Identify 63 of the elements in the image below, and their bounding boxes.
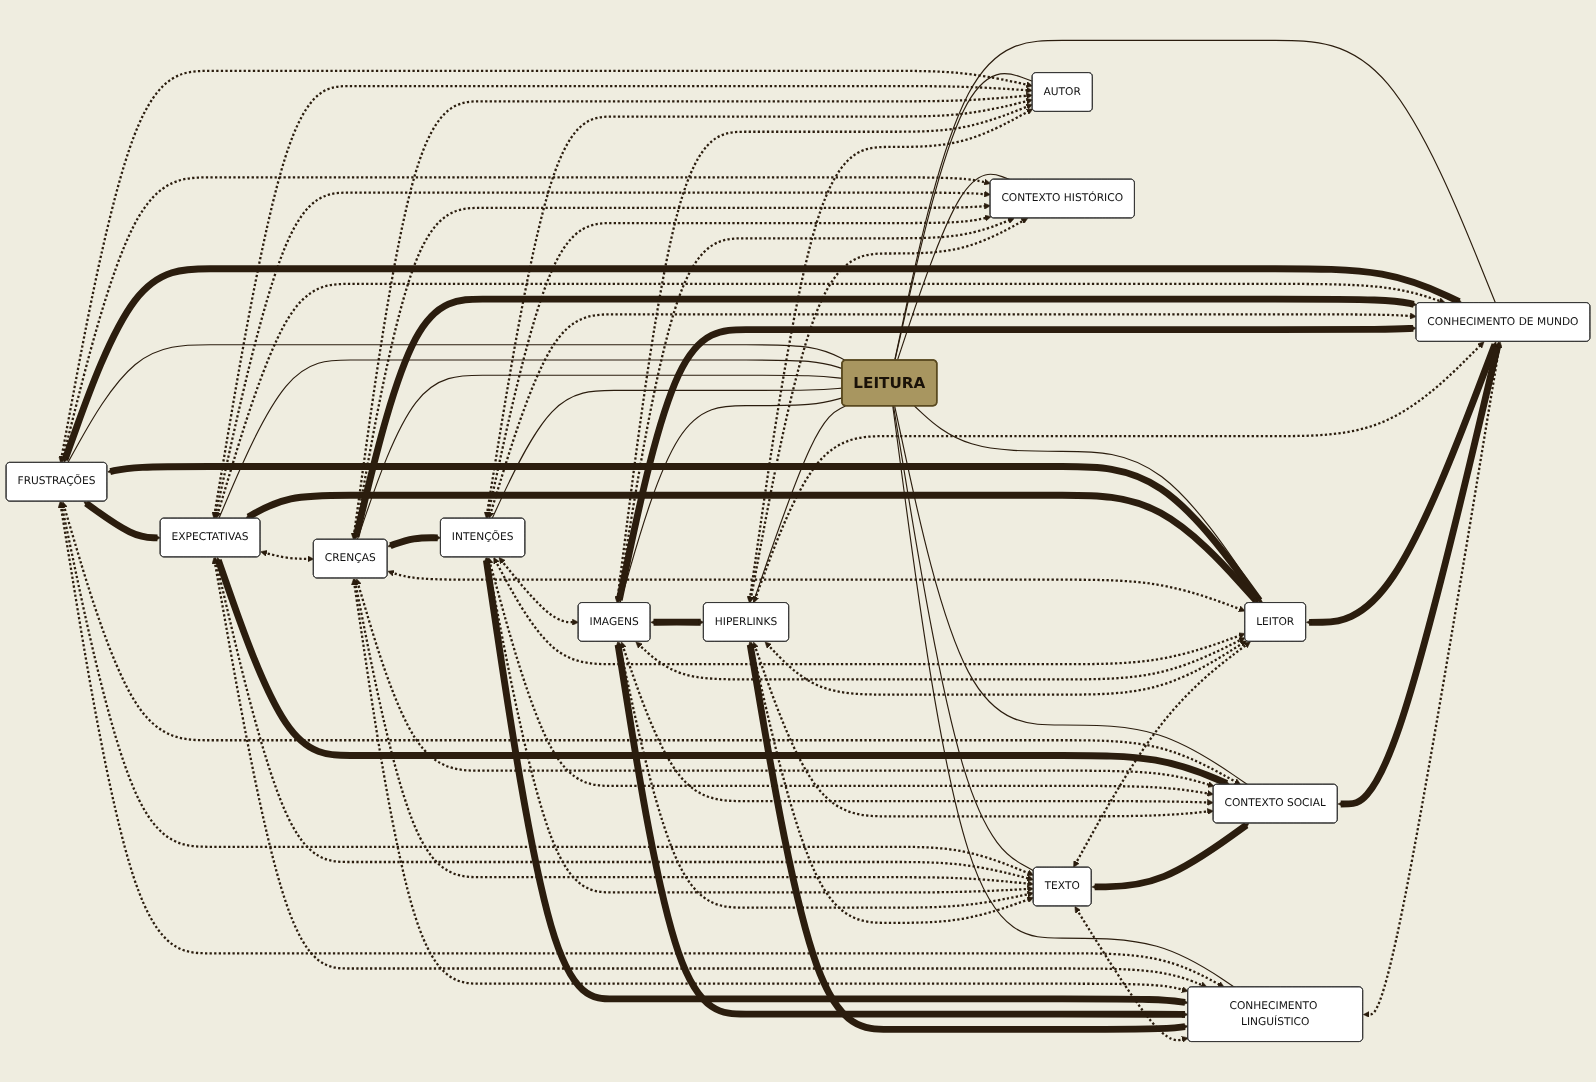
- arrow: [214, 282, 1446, 519]
- connector: [356, 374, 843, 541]
- arrow: [487, 312, 1417, 519]
- arrow: [107, 463, 1263, 604]
- connector: [896, 173, 1011, 361]
- connector: [913, 405, 1264, 604]
- arrow: [635, 637, 1246, 681]
- arrow: [61, 501, 1241, 785]
- arrow: [1091, 822, 1250, 891]
- arrow: [746, 108, 1033, 603]
- connector: [894, 39, 1497, 361]
- arrow: [1074, 906, 1189, 1043]
- arrow: [60, 176, 991, 463]
- connector: [491, 387, 843, 520]
- arrow: [83, 500, 161, 542]
- arrow: [1337, 341, 1502, 808]
- arrow: [213, 557, 1034, 882]
- arrow: [620, 641, 1214, 806]
- arrow: [482, 557, 1189, 1006]
- arrow: [498, 557, 579, 626]
- connector: [619, 397, 843, 604]
- arrow: [350, 92, 1033, 540]
- connector: [218, 359, 843, 520]
- arrow: [355, 578, 1215, 788]
- arrow: [615, 217, 1015, 603]
- arrow: [58, 69, 1033, 463]
- arrow: [215, 557, 1230, 787]
- arrow: [614, 641, 1189, 1018]
- arrow: [260, 550, 314, 563]
- arrow: [483, 98, 1033, 519]
- arrow: [616, 641, 1034, 909]
- arrow: [493, 557, 1246, 666]
- arrow: [212, 190, 991, 519]
- arrow: [211, 557, 1208, 988]
- arrow: [746, 641, 1189, 1033]
- connector: [894, 405, 1248, 786]
- arrow: [57, 501, 1225, 988]
- arrow: [61, 265, 1463, 463]
- connector: [894, 72, 1034, 361]
- arrow: [59, 501, 1034, 877]
- arrow: [752, 641, 1214, 818]
- arrow: [351, 202, 991, 540]
- arrow: [245, 491, 1259, 604]
- arrow: [752, 341, 1485, 603]
- arrow: [764, 640, 1247, 696]
- arrow: [615, 324, 1417, 603]
- arrow: [387, 570, 1246, 613]
- arrow: [485, 214, 992, 519]
- arrow: [749, 641, 1034, 924]
- arrow: [1073, 641, 1251, 868]
- arrow: [352, 295, 1418, 540]
- arrow: [614, 103, 1033, 603]
- arrow: [486, 557, 1214, 797]
- arrow: [747, 218, 1028, 603]
- arrow: [387, 534, 442, 549]
- arrow: [211, 84, 1033, 519]
- arrow: [351, 578, 1189, 993]
- arrow: [650, 618, 705, 626]
- arrow: [1363, 341, 1503, 1018]
- connector: [892, 405, 1035, 872]
- arrow: [1306, 341, 1499, 626]
- connector: [67, 344, 846, 464]
- connector: [892, 405, 1236, 988]
